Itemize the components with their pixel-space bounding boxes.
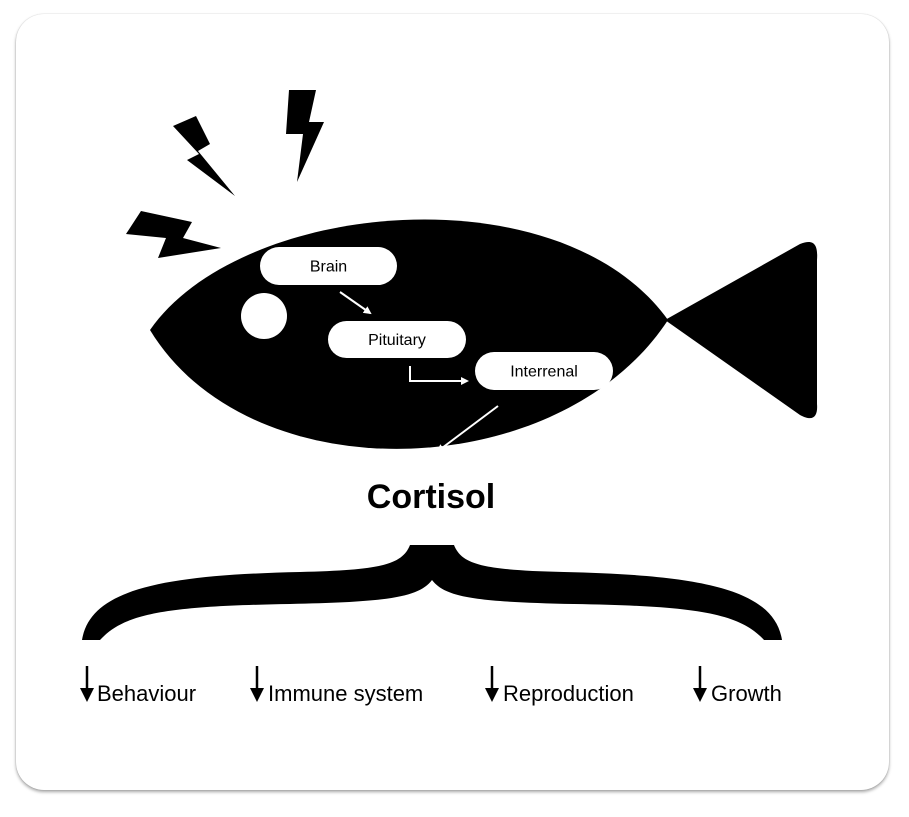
effect-label-growth: Growth — [711, 681, 782, 706]
effect-item-immune-system: Immune system — [250, 666, 423, 706]
pathway-arrows — [339, 291, 499, 453]
lightning-bolt-icon — [286, 90, 324, 182]
arrow-pituitary-to-interrenal — [409, 366, 469, 385]
effects-list: Behaviour Immune system Reproduction — [80, 666, 782, 706]
arrow-brain-to-pituitary — [339, 291, 372, 315]
curly-brace-icon — [82, 545, 782, 640]
effect-label-behaviour: Behaviour — [97, 681, 196, 706]
pathway-node-interrenal: Interrenal — [475, 352, 613, 390]
down-arrow-icon — [693, 666, 707, 702]
effect-item-reproduction: Reproduction — [485, 666, 634, 706]
arrow-interrenal-to-cortisol — [436, 405, 499, 453]
lightning-bolts — [126, 90, 324, 258]
pathway-label-brain: Brain — [310, 259, 347, 276]
pathway-node-brain: Brain — [260, 247, 397, 285]
pathway-node-pituitary: Pituitary — [328, 321, 466, 358]
down-arrow-icon — [485, 666, 499, 702]
down-arrow-icon — [80, 666, 94, 702]
fish-icon — [150, 219, 818, 449]
pathway-label-pituitary: Pituitary — [368, 332, 426, 349]
lightning-bolt-icon — [126, 211, 221, 258]
fish-eye — [241, 293, 287, 339]
down-arrow-icon — [250, 666, 264, 702]
hormone-title: Cortisol — [367, 478, 495, 516]
lightning-bolt-icon — [173, 116, 235, 196]
effect-item-behaviour: Behaviour — [80, 666, 196, 706]
effect-label-immune-system: Immune system — [268, 681, 423, 706]
fish-tail — [665, 241, 818, 419]
effect-label-reproduction: Reproduction — [503, 681, 634, 706]
effect-item-growth: Growth — [693, 666, 782, 706]
pathway-label-interrenal: Interrenal — [510, 364, 578, 381]
